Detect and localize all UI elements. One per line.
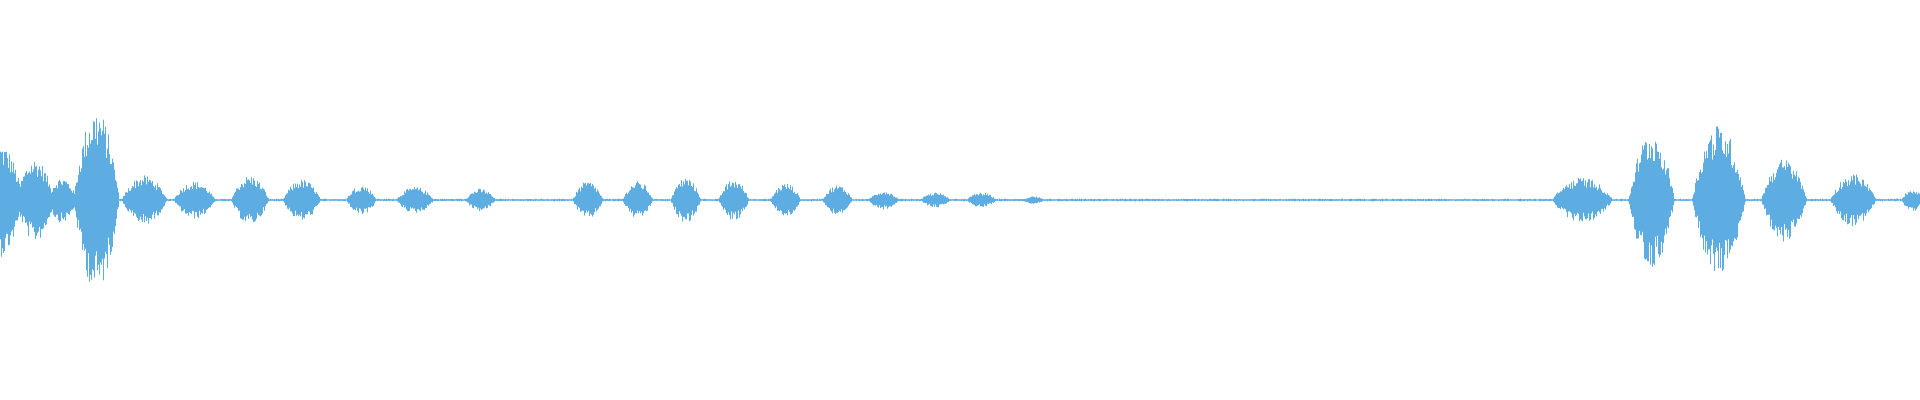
waveform-envelope bbox=[0, 149, 1920, 251]
